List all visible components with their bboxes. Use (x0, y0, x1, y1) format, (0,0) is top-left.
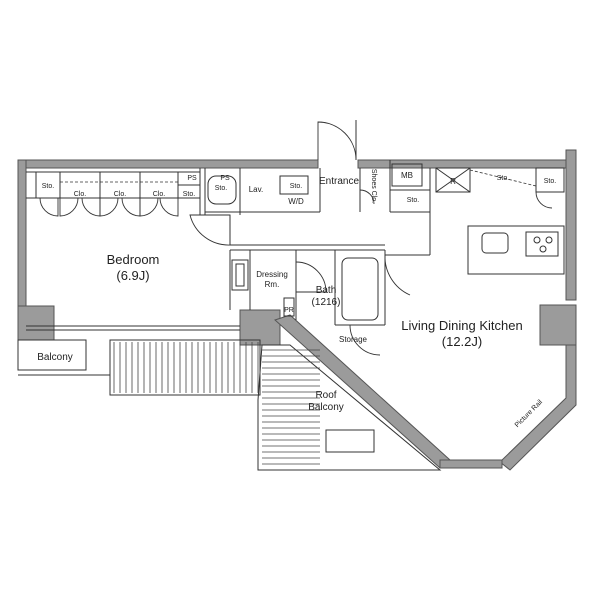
dressing-label-2: Rm. (265, 280, 280, 289)
ldk-size: (12.2J) (442, 334, 482, 349)
dressing-label-1: Dressing (256, 270, 288, 279)
roof-balcony (257, 344, 442, 471)
lav-label: Lav. (249, 185, 264, 194)
bedroom-label: Bedroom (107, 252, 160, 267)
bedroom-size: (6.9J) (116, 268, 149, 283)
clo-label-2: Clo. (114, 191, 127, 198)
bath-size: (1216) (312, 297, 341, 308)
sto-label-6: Sto. (544, 178, 557, 185)
sto-label-5: Sto. (407, 197, 420, 204)
entrance-door[interactable] (317, 121, 357, 161)
sto-label-1: Sto. (42, 183, 55, 190)
bedroom-closets (35, 171, 201, 217)
kitchen-counter (467, 225, 565, 275)
clo-label-1: Clo. (74, 191, 87, 198)
sto-label-3: Sto. (215, 185, 228, 192)
sto-label-4: Sto. (290, 183, 303, 190)
ps-label-right: PS (220, 175, 230, 182)
bedroom-door[interactable] (189, 214, 231, 246)
lavatory (207, 175, 309, 205)
clo-label-3: Clo. (153, 191, 166, 198)
wd-label: W/D (288, 197, 304, 206)
sto-label-2: Sto. (183, 191, 196, 198)
roof-balcony-label-2: Balcony (308, 402, 344, 413)
storage-label: Storage (339, 335, 368, 344)
refrigerator-label: R (450, 177, 456, 186)
shoes-closet-label: Shoes Clo. (370, 169, 377, 203)
pr-label: PR (284, 307, 294, 314)
ps-label-left: PS (187, 175, 197, 182)
entrance-label: Entrance (319, 176, 359, 187)
bath-label: Bath (316, 285, 337, 296)
roof-balcony-label-1: Roof (315, 390, 336, 401)
exterior-walls (17, 149, 577, 471)
balcony-label: Balcony (37, 352, 73, 363)
ldk-label: Living Dining Kitchen (401, 318, 522, 333)
balcony-hatching (109, 339, 261, 396)
mb-label: MB (401, 171, 413, 180)
bath (231, 257, 379, 321)
sto-label-7: Sto. (497, 175, 510, 182)
